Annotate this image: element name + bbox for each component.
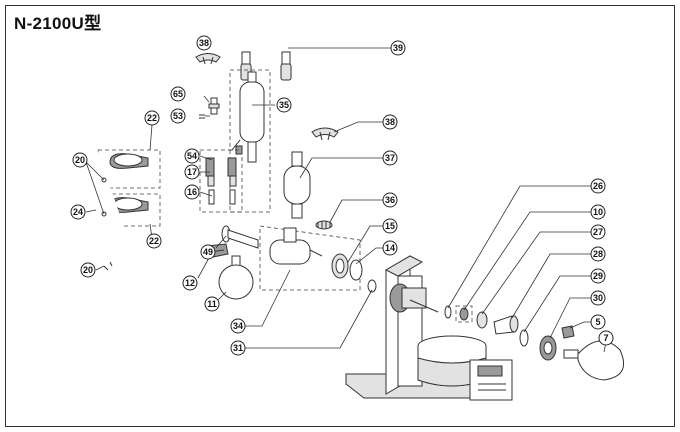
- callout-7: 7: [598, 330, 614, 346]
- model-title: N-2100U型: [14, 14, 102, 33]
- callout-35: 35: [276, 97, 292, 113]
- callout-20-bottom: 20: [80, 262, 96, 278]
- callout-12: 12: [182, 275, 198, 291]
- svg-text:35: 35: [279, 100, 289, 110]
- svg-text:54: 54: [187, 151, 197, 161]
- svg-text:22: 22: [149, 236, 159, 246]
- svg-text:15: 15: [385, 221, 395, 231]
- svg-text:39: 39: [393, 43, 403, 53]
- callout-53: 53: [170, 108, 186, 124]
- callout-36: 36: [382, 192, 398, 208]
- callout-38-top: 38: [196, 35, 212, 51]
- svg-text:38: 38: [385, 117, 395, 127]
- diagram-frame: [5, 5, 675, 427]
- part-evaporating-flask: [218, 255, 254, 300]
- callout-22-top: 22: [144, 110, 160, 126]
- callout-29: 29: [590, 268, 606, 284]
- svg-text:26: 26: [593, 181, 603, 191]
- svg-text:14: 14: [385, 243, 395, 253]
- part-29: [519, 329, 529, 347]
- svg-text:30: 30: [593, 293, 603, 303]
- part-28: [493, 315, 519, 335]
- svg-text:28: 28: [593, 249, 603, 259]
- callout-15: 15: [382, 218, 398, 234]
- part-clamps: [109, 153, 149, 213]
- callout-37: 37: [382, 150, 398, 166]
- callout-49: 49: [200, 244, 216, 260]
- part-10: [455, 305, 473, 323]
- svg-text:20: 20: [83, 265, 93, 275]
- callout-27: 27: [590, 224, 606, 240]
- part-clip-right: [311, 127, 339, 141]
- svg-text:38: 38: [199, 38, 209, 48]
- svg-text:11: 11: [207, 299, 217, 309]
- part-recovery-flask: [563, 340, 624, 381]
- svg-text:12: 12: [185, 278, 195, 288]
- rotary-evaporator-unit: [345, 255, 513, 401]
- svg-text:27: 27: [593, 227, 603, 237]
- callout-5: 5: [590, 314, 606, 330]
- svg-text:20: 20: [75, 155, 85, 165]
- callout-24: 24: [70, 204, 86, 220]
- part-condenser: [228, 71, 265, 163]
- part-receiving-flask: [283, 151, 311, 219]
- callout-26: 26: [590, 178, 606, 194]
- part-30: [539, 335, 557, 361]
- leader-lines: [85, 47, 607, 353]
- svg-text:53: 53: [173, 111, 183, 121]
- callout-17: 17: [184, 164, 200, 180]
- part-small-fittings: [199, 97, 220, 119]
- svg-text:36: 36: [385, 195, 395, 205]
- part-joints: [205, 157, 237, 205]
- callout-14: 14: [382, 240, 398, 256]
- svg-text:22: 22: [147, 113, 157, 123]
- part-36: [315, 220, 333, 230]
- part-support-rod: [95, 146, 133, 251]
- svg-text:65: 65: [173, 89, 183, 99]
- callout-34: 34: [230, 318, 246, 334]
- part-screws-20: [101, 177, 113, 271]
- part-clip-top: [195, 53, 221, 65]
- callout-16: 16: [184, 184, 200, 200]
- callout-54: 54: [184, 148, 200, 164]
- svg-text:37: 37: [385, 153, 395, 163]
- part-27: [476, 311, 488, 329]
- callout-10: 10: [590, 204, 606, 220]
- svg-text:7: 7: [603, 333, 608, 343]
- callout-31: 31: [230, 340, 246, 356]
- svg-text:31: 31: [233, 343, 243, 353]
- callout-11: 11: [204, 296, 220, 312]
- svg-text:49: 49: [203, 247, 213, 257]
- svg-text:34: 34: [233, 321, 243, 331]
- callout-39: 39: [390, 40, 406, 56]
- svg-text:29: 29: [593, 271, 603, 281]
- callout-20-left: 20: [72, 152, 88, 168]
- callout-30: 30: [590, 290, 606, 306]
- svg-text:24: 24: [73, 207, 83, 217]
- svg-text:5: 5: [595, 317, 600, 327]
- callout-22-bottom: 22: [146, 233, 162, 249]
- part-seal-26: [444, 305, 452, 319]
- callout-28: 28: [590, 246, 606, 262]
- part-5: [561, 325, 575, 339]
- svg-text:16: 16: [187, 187, 197, 197]
- svg-text:10: 10: [593, 207, 603, 217]
- svg-text:17: 17: [187, 167, 197, 177]
- part-u-tube: [240, 20, 292, 81]
- callout-38-right: 38: [382, 114, 398, 130]
- callout-65: 65: [170, 86, 186, 102]
